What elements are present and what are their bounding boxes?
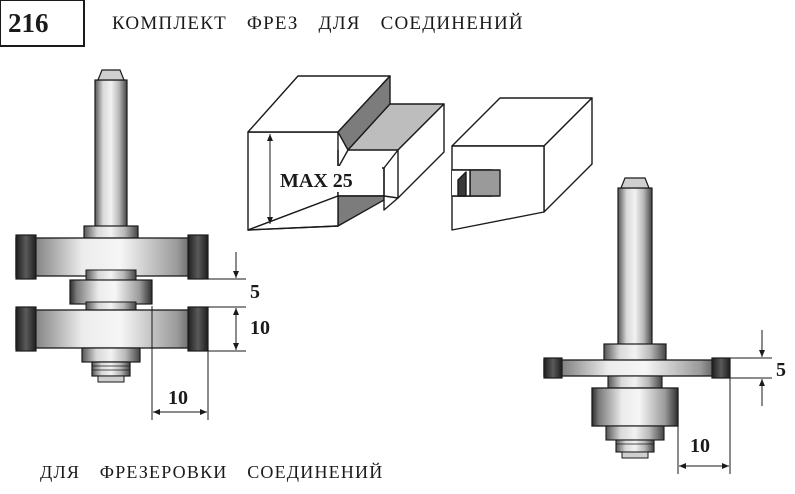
header: 216 КОМПЛЕКТ ФРЕЗ ДЛЯ СОЕДИНЕНИЙ	[0, 0, 524, 47]
right-tip-right	[711, 357, 731, 379]
left-upper-tip-right	[187, 234, 209, 280]
right-dim-thickness: 5	[776, 359, 786, 381]
right-washer	[615, 439, 655, 453]
left-lower-tip-right	[187, 306, 209, 352]
left-lower-tip-left	[15, 306, 37, 352]
left-dim-depth: 10	[168, 387, 188, 409]
left-upper-tip-left	[15, 234, 37, 280]
max-label-bg	[276, 166, 382, 192]
right-screw-head	[621, 451, 649, 459]
left-cutter	[15, 69, 209, 383]
left-screw-head	[97, 375, 125, 383]
left-dim-gap: 5	[250, 281, 260, 303]
right-shank-chamfer	[620, 177, 650, 189]
left-shank-chamfer	[97, 69, 125, 81]
left-dim-thickness: 10	[250, 317, 270, 339]
right-tip-left	[543, 357, 563, 379]
joint-illustration	[247, 75, 593, 231]
page-number-box	[0, 0, 85, 47]
right-disc	[543, 359, 729, 377]
right-shank	[617, 187, 653, 349]
left-collar-upper	[85, 269, 137, 281]
left-dimensions	[151, 252, 246, 420]
right-dimensions	[677, 330, 772, 474]
tongue-right-face	[397, 103, 445, 199]
tongue-underside	[337, 195, 385, 227]
footer-caption: ДЛЯ ФРЕЗЕРОВКИ СОЕДИНЕНИЙ	[40, 462, 383, 482]
left-bearing	[91, 361, 131, 377]
page-number: 216	[8, 8, 49, 38]
left-lower-disc	[15, 309, 207, 349]
right-bearing	[591, 387, 679, 427]
right-cutter	[543, 177, 731, 459]
max-label: MAX 25	[280, 170, 353, 192]
left-shank	[94, 79, 128, 239]
right-hub	[603, 343, 667, 363]
groove-slot-shadow	[469, 169, 501, 197]
right-collar	[607, 375, 663, 389]
left-spacer-ring	[69, 279, 153, 305]
right-nut	[605, 425, 665, 441]
left-nut	[81, 347, 141, 363]
page-title: КОМПЛЕКТ ФРЕЗ ДЛЯ СОЕДИНЕНИЙ	[112, 13, 524, 34]
right-dim-depth: 10	[690, 435, 710, 457]
